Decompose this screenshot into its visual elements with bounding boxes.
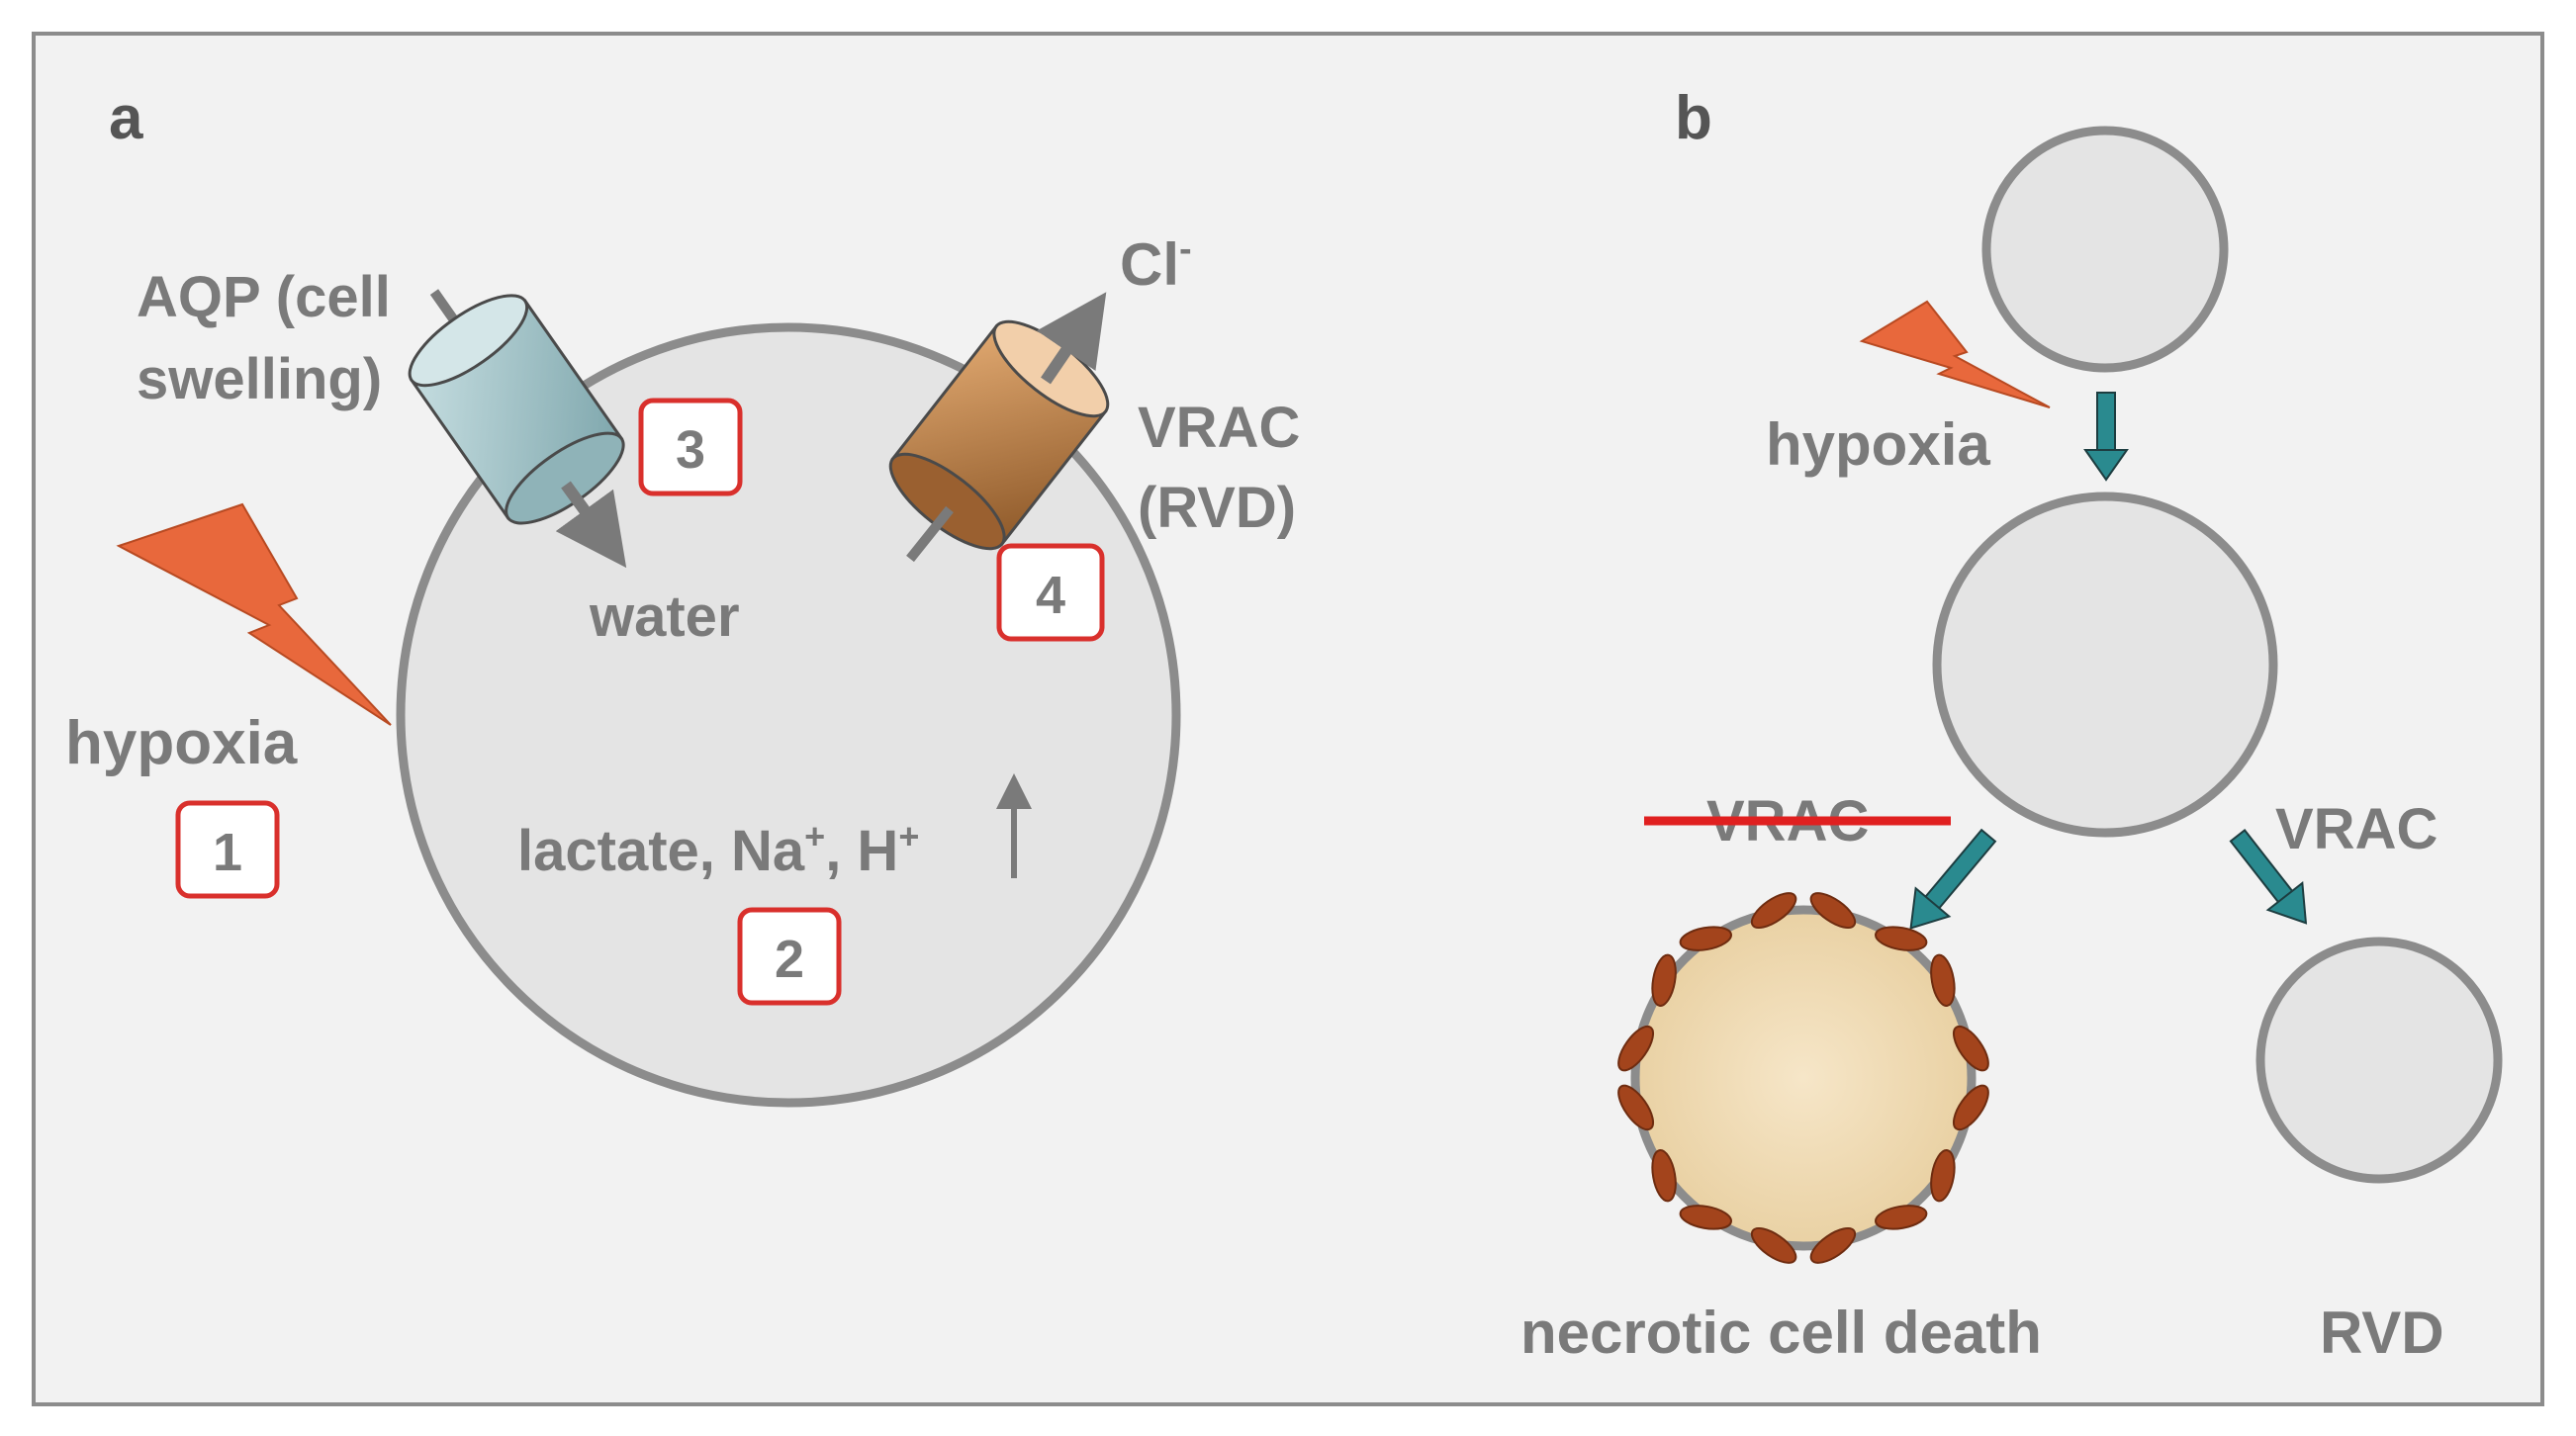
membrane-spike <box>1750 892 1797 930</box>
step-number-3: 3 <box>676 420 705 480</box>
swollen-cell <box>1932 492 2278 838</box>
necrotic-label: necrotic cell death <box>1520 1300 2042 1366</box>
aqp-label-line2: swelling) <box>137 347 382 411</box>
vrac-active-label: VRAC <box>2275 797 2438 861</box>
membrane-spike <box>1809 1226 1857 1264</box>
vrac-label-a-line2: (RVD) <box>1138 476 1296 540</box>
ions-label: lactate, Na+, H+ <box>517 816 919 883</box>
arrow-to-swollen-icon <box>2083 392 2129 482</box>
panel-a-label: a <box>109 84 143 152</box>
vrac-inner-stub <box>906 505 954 563</box>
panel-b: b hypoxia VRAC VRAC <box>1520 84 2503 1366</box>
arrow-to-necrotic-icon <box>1909 828 1997 930</box>
water-arrow <box>555 481 627 569</box>
membrane-spike <box>1809 892 1857 930</box>
membrane-spike <box>1617 1025 1655 1072</box>
lightning-bolt-icon-b <box>1859 300 2051 408</box>
aqp-channel-icon <box>408 289 625 525</box>
membrane-spike <box>1875 926 1928 951</box>
normal-cell <box>1981 126 2229 373</box>
hypoxia-label-a: hypoxia <box>65 709 298 777</box>
hypoxia-label-b: hypoxia <box>1766 411 1990 478</box>
membrane-spike <box>1679 1205 1732 1230</box>
panel-a: a hypoxia 1 AQP (cell swelling) water 3 <box>65 84 1300 1108</box>
chloride-label: Cl- <box>1120 228 1192 298</box>
lightning-bolt-icon <box>116 502 392 726</box>
chloride-arrow <box>1036 292 1107 385</box>
step-box-3 <box>638 398 743 496</box>
membrane-spike <box>1875 1205 1928 1230</box>
membrane-spike <box>1952 1025 1989 1072</box>
panel-b-label: b <box>1675 84 1712 152</box>
necrotic-membrane-spikes <box>1617 892 1989 1264</box>
step-number-4: 4 <box>1036 566 1065 625</box>
vrac-label-a-line1: VRAC <box>1138 396 1300 460</box>
aqp-label-line1: AQP (cell <box>137 265 391 329</box>
membrane-spike <box>1930 1149 1956 1203</box>
membrane-spike <box>1651 953 1677 1007</box>
step-box-2 <box>737 907 842 1006</box>
membrane-spike <box>1617 1084 1655 1131</box>
membrane-spike <box>1750 1226 1797 1264</box>
membrane-spike <box>1679 926 1732 951</box>
step-box-1 <box>175 800 280 899</box>
membrane-spike <box>1651 1149 1677 1203</box>
water-label: water <box>589 584 740 649</box>
arrow-to-rvd-icon <box>2229 829 2308 925</box>
rvd-cell <box>2255 937 2503 1184</box>
necrotic-cell <box>1617 892 1989 1264</box>
membrane-spike <box>1930 953 1956 1007</box>
rvd-label: RVD <box>2320 1300 2444 1366</box>
step-number-1: 1 <box>213 823 242 882</box>
step-box-4 <box>996 543 1105 642</box>
membrane-spike <box>1952 1084 1989 1131</box>
step-number-2: 2 <box>775 930 804 989</box>
